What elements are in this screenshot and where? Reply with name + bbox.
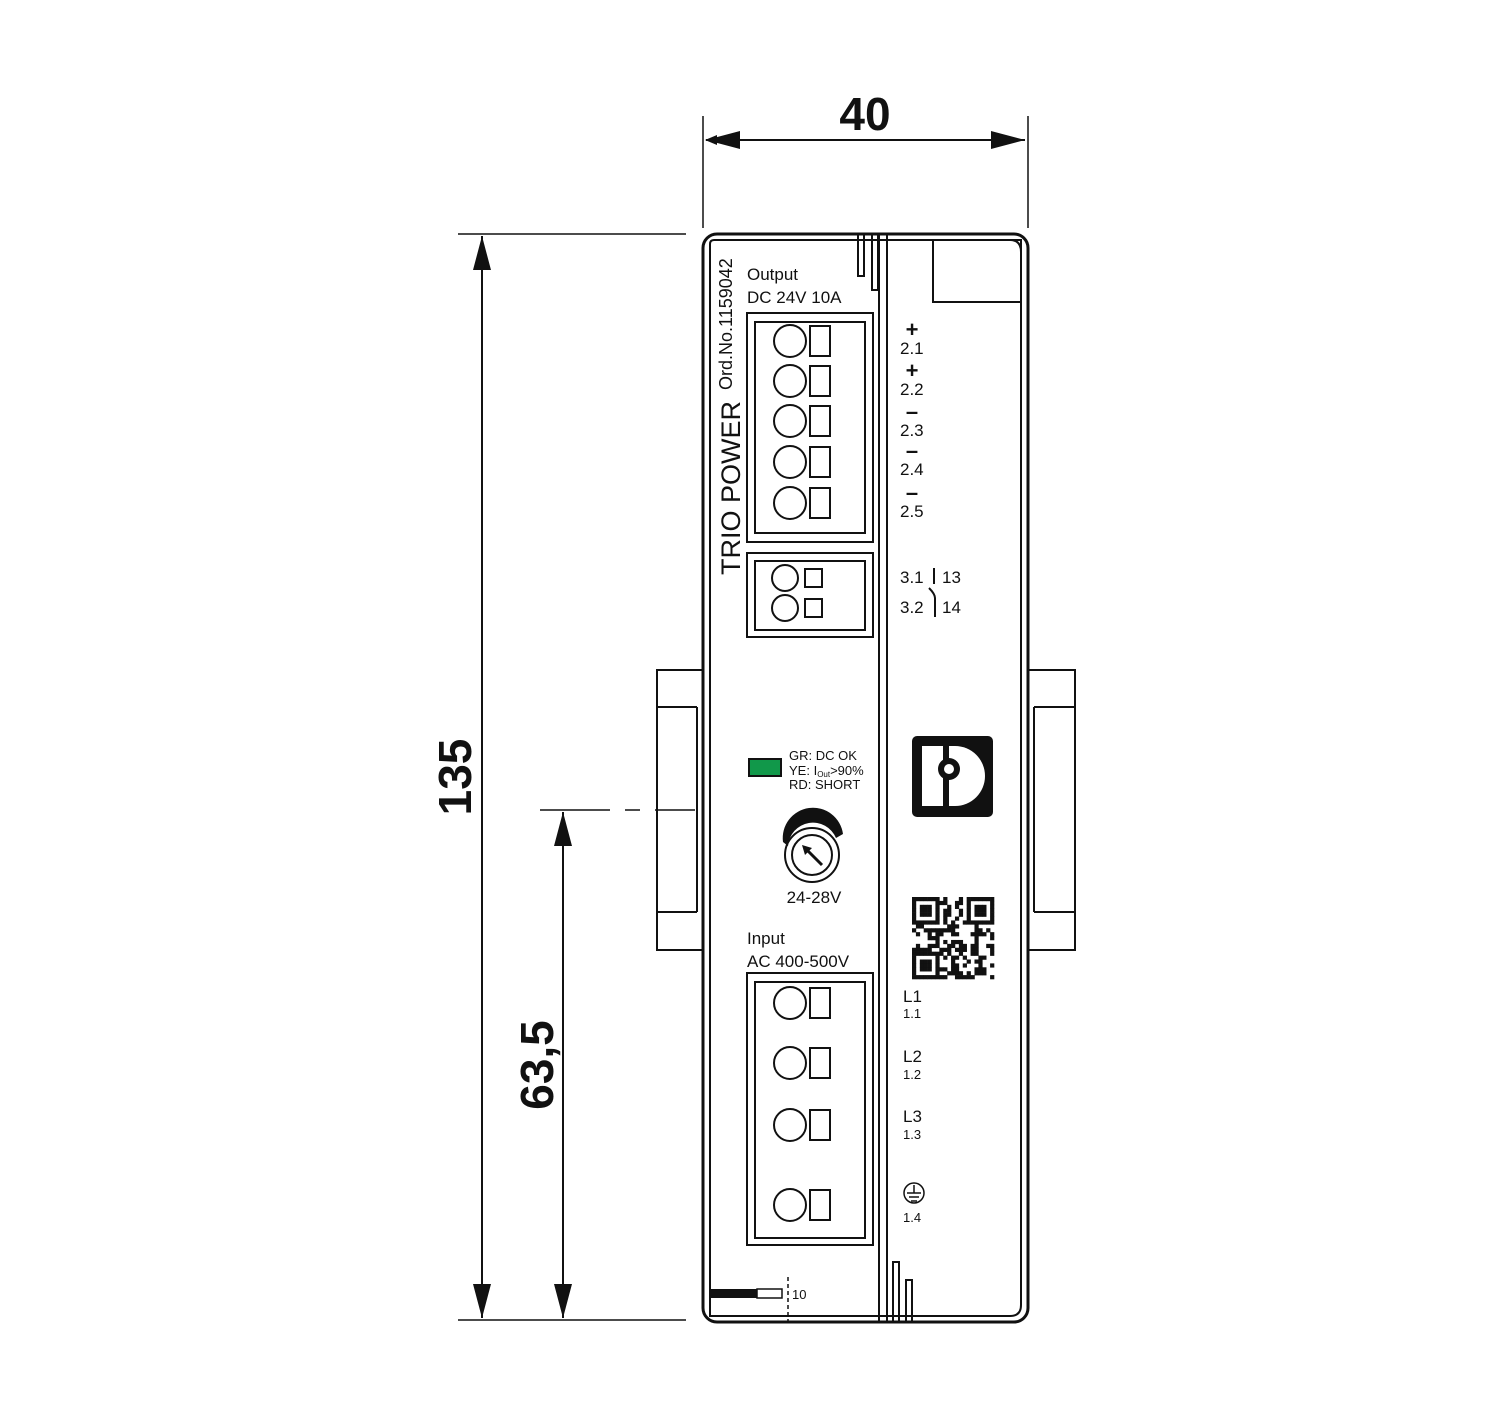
relay-label-14: 14	[942, 598, 961, 617]
qr-code	[912, 897, 995, 980]
terminal-id: 2.3	[900, 421, 924, 440]
terminal-opening	[809, 987, 831, 1019]
terminal-opening	[809, 487, 831, 519]
brand-text: TRIO POWER	[716, 401, 746, 575]
led-legend-red: RD: SHORT	[789, 777, 860, 792]
terminal-polarity: +	[906, 358, 919, 383]
terminal-screw	[773, 486, 807, 520]
relay-label-3-2: 3.2	[900, 598, 924, 617]
status-led	[748, 758, 782, 777]
input-terminal-labels: L1 1.1 L2 1.2 L3 1.3 1.4	[903, 987, 925, 1225]
ground-icon	[903, 1182, 925, 1204]
terminal-screw	[773, 404, 807, 438]
terminal-opening	[809, 446, 831, 478]
terminal-screw	[773, 445, 807, 479]
terminal-id: 2.4	[900, 460, 924, 479]
input-phase-l3: L3	[903, 1107, 922, 1126]
relay-label-3-1: 3.1	[900, 568, 924, 587]
terminal-opening	[809, 405, 831, 437]
height-label: 135	[429, 739, 481, 816]
input-id-1-2: 1.2	[903, 1067, 921, 1082]
terminal-polarity: +	[906, 317, 919, 342]
voltage-potentiometer	[782, 807, 843, 883]
terminal-id: 2.5	[900, 502, 924, 521]
input-id-1-1: 1.1	[903, 1006, 921, 1021]
din-rail-clips	[656, 669, 1076, 951]
terminal-id: 2.1	[900, 339, 924, 358]
order-number: Ord.No.1159042	[716, 258, 736, 390]
output-rating: DC 24V 10A	[747, 288, 842, 307]
input-phase-l2: L2	[903, 1047, 922, 1066]
width-dimension: 40	[702, 88, 1029, 228]
terminal-screw	[773, 986, 807, 1020]
strip-length-label: 10	[792, 1287, 806, 1302]
terminal-opening	[809, 1189, 831, 1221]
led-legend-green: GR: DC OK	[789, 748, 857, 763]
rail-height-label: 63,5	[511, 1020, 563, 1110]
terminal-id: 2.2	[900, 380, 924, 399]
input-id-1-3: 1.3	[903, 1127, 921, 1142]
input-title: Input	[747, 929, 785, 948]
input-phase-l1: L1	[903, 987, 922, 1006]
terminal-screw	[773, 324, 807, 358]
output-terminal-block	[746, 312, 874, 543]
relay-label-13: 13	[942, 568, 961, 587]
pot-range-label: 24-28V	[787, 888, 842, 907]
height-dimension: 135	[429, 233, 686, 1321]
terminal-screw	[773, 1108, 807, 1142]
terminal-screw	[773, 364, 807, 398]
terminal-polarity: –	[906, 438, 918, 463]
terminal-screw	[773, 1188, 807, 1222]
terminal-opening	[809, 1047, 831, 1079]
terminal-polarity: –	[906, 480, 918, 505]
terminal-opening	[809, 365, 831, 397]
led-legend-yellow: YE: IOut>90%	[789, 763, 864, 779]
terminal-opening	[809, 1109, 831, 1141]
relay-terminal-labels: 3.1 13 3.2 14	[900, 568, 961, 617]
rail-height-dimension: 63,5	[511, 809, 695, 1318]
phoenix-contact-logo	[912, 736, 993, 817]
terminal-opening	[809, 325, 831, 357]
width-label: 40	[839, 88, 890, 140]
housing	[701, 232, 1030, 1324]
input-id-1-4: 1.4	[903, 1210, 921, 1225]
strip-length-gauge: 10	[711, 1277, 806, 1322]
terminal-screw	[773, 1046, 807, 1080]
relay-terminal-block	[746, 552, 874, 638]
input-terminal-block	[746, 972, 874, 1246]
terminal-polarity: –	[906, 399, 918, 424]
output-title: Output	[747, 265, 798, 284]
input-rating: AC 400-500V	[747, 952, 850, 971]
arrow-icon	[804, 847, 824, 867]
